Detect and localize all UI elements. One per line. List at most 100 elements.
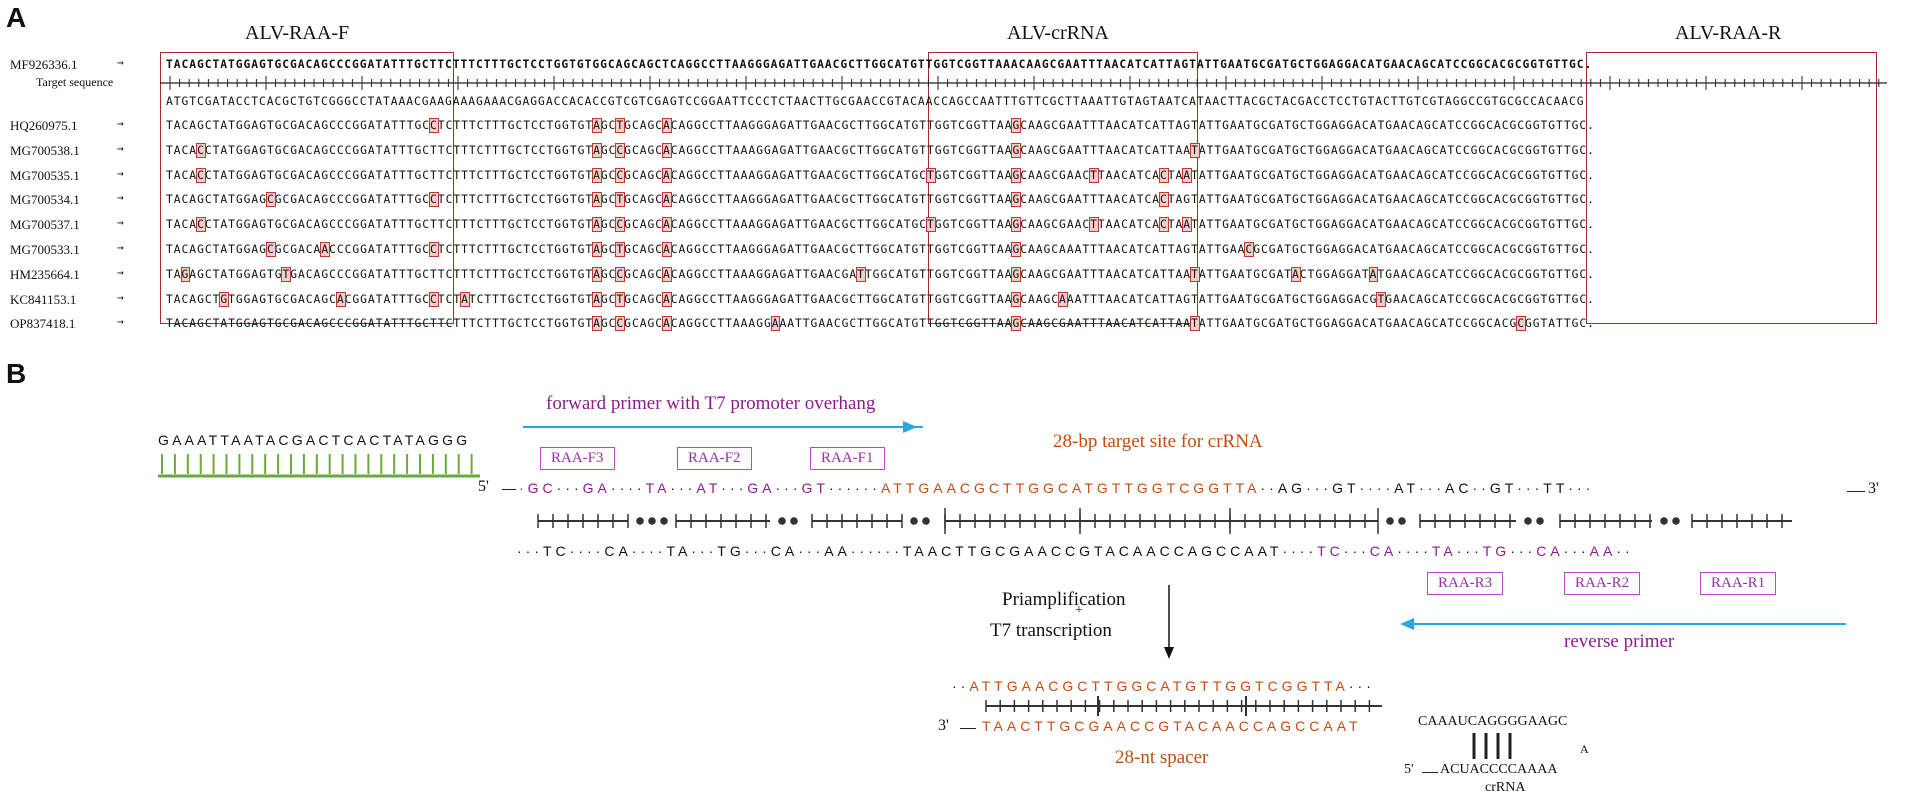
process-arrow <box>1164 585 1174 659</box>
mismatch-base: G <box>1011 316 1022 332</box>
bottom-strand: ···TC····CA····TA···TG···CA···AA······TA… <box>517 543 1634 559</box>
mismatch-base: C <box>429 291 439 307</box>
bot-left-3: TA <box>666 543 692 559</box>
mismatch-base: T <box>1376 291 1387 307</box>
bot-right-4: TG <box>1482 543 1511 559</box>
mismatch-base: A <box>592 118 602 133</box>
primer-raa-r1: RAA-R1 <box>1700 572 1777 595</box>
mismatch-base: A <box>592 192 602 208</box>
mismatch-base: T <box>926 217 936 233</box>
bot-target-seq: TAACTTGCGAACCGTACAACCAGCCAAT <box>902 543 1283 559</box>
mismatch-base: A <box>1291 266 1301 282</box>
strain-arrow: → <box>117 117 125 130</box>
primer-raa-f1: RAA-F1 <box>810 447 885 470</box>
top-pair-2: GA <box>582 480 611 496</box>
strain-arrow: → <box>117 241 125 254</box>
bot-right-2: CA <box>1369 543 1398 559</box>
crrna-stem-bars <box>1472 733 1512 759</box>
mismatch-base: C <box>1159 192 1169 208</box>
strain-accession: HM235664.1 <box>10 266 80 282</box>
product-3prime-dash <box>960 728 976 729</box>
mismatch-base: C <box>196 167 206 183</box>
top-strand-3prime: 3' <box>1868 480 1879 497</box>
raa-f-region-box <box>160 52 454 324</box>
reference-accession: MF926336.1 <box>10 57 78 72</box>
bot-right-6: AA <box>1589 543 1617 559</box>
process-line-2: T7 transcription <box>990 620 1112 641</box>
bot-right-1: TC <box>1317 543 1344 559</box>
complement-sequence: ATGTCGATACCTCACGCTGTCGGGCCTATAAACGAAGAAA… <box>166 95 1585 108</box>
mismatch-base: C <box>1159 217 1169 233</box>
product-bottom-strand: TAACTTGCGAACCGTACAACCAGCCAAT <box>982 718 1362 734</box>
mismatch-base: G <box>219 291 230 307</box>
reference-sequence: TACAGCTATGGAGTGCGACAGCCCGGATATTTGCTTCTTT… <box>166 58 1593 71</box>
arrow-ref: → <box>117 56 125 69</box>
mismatch-base: A <box>1368 266 1379 282</box>
mismatch-base: G <box>1011 266 1022 282</box>
strain-sequence: TACACCTATGGAGTGCGACAGCCCGGATATTTGCTTCTTT… <box>166 217 1595 233</box>
mismatch-base: T <box>615 291 626 307</box>
mismatch-base: C <box>265 242 276 257</box>
top-strand-3prime-dash <box>1847 491 1865 492</box>
mismatch-base: A <box>592 266 602 282</box>
primer-raa-r2: RAA-R2 <box>1564 572 1641 595</box>
mismatch-base: T <box>281 266 292 282</box>
crrna-region-box <box>928 52 1198 324</box>
mismatch-base: A <box>335 291 346 307</box>
mismatch-base: T <box>615 118 626 133</box>
strain-accession: HQ260975.1 <box>10 118 78 133</box>
mismatch-base: A <box>592 142 602 158</box>
strain-arrow: → <box>117 166 125 180</box>
mismatch-base: C <box>615 142 626 158</box>
strain-sequence: TACACCTATGGAGTGCGACAGCCCGGATATTTGCTTCTTT… <box>166 142 1595 158</box>
strain-arrow: → <box>117 265 125 279</box>
mismatch-base: A <box>662 242 672 257</box>
mismatch-base: A <box>1182 167 1193 183</box>
product-top-strand: ··ATTGAACGCTTGGCATGTTGGTCGGTTA··· <box>952 678 1375 694</box>
mismatch-base: G <box>180 266 191 282</box>
duplex-ladder <box>537 508 1792 534</box>
mismatch-base: C <box>196 142 206 158</box>
mismatch-base: T <box>615 192 626 208</box>
mismatch-base: A <box>662 316 672 332</box>
mismatch-base: A <box>662 167 672 183</box>
mismatch-base: T <box>926 167 936 183</box>
strain-arrow: → <box>117 191 125 205</box>
mismatch-base: G <box>1011 192 1022 208</box>
strain-sequence: TACAGCTATGGAGCGCGACAGCCCGGATATTTGCCTCTTT… <box>166 192 1595 208</box>
mismatch-base: A <box>1182 217 1193 233</box>
top-pair-3: TA <box>645 480 671 496</box>
crrna-5prime: 5' <box>1404 762 1414 777</box>
bot-left-6: AA <box>824 543 851 559</box>
raa-r-title: ALV-RAA-R <box>1675 22 1782 44</box>
mismatch-base: G <box>1011 291 1022 307</box>
crrna-top-seq: CAAAUCAGGGGAAGC <box>1418 714 1568 729</box>
strain-arrow: → <box>117 290 125 304</box>
mismatch-base: A <box>662 192 672 208</box>
mismatch-base: A <box>592 242 602 257</box>
mismatch-base: C <box>1244 242 1255 257</box>
forward-primer-arrow <box>523 421 923 433</box>
product-ladder <box>985 696 1382 716</box>
top-right-4: AC <box>1445 480 1473 496</box>
panel-b-letter: B <box>6 358 27 389</box>
top-strand-5prime-dash <box>502 489 516 490</box>
mismatch-base: T <box>1089 217 1099 233</box>
mismatch-base: C <box>615 266 626 282</box>
mismatch-base: T <box>1089 167 1099 183</box>
bot-left-5: CA <box>770 543 799 559</box>
strain-accession: OP837418.1 <box>10 316 76 332</box>
top-target-seq: ATTGAACGCTTGGCATGTTGGTCGGTTA <box>880 480 1261 496</box>
mismatch-base: C <box>615 217 626 233</box>
mismatch-base: A <box>1058 291 1068 307</box>
strain-accession: MG700538.1 <box>10 142 80 158</box>
raa-f-title: ALV-RAA-F <box>245 22 350 44</box>
strain-sequence: TAGAGCTATGGAGTGTGACAGCCCGGATATTTGCTTCTTT… <box>166 266 1595 282</box>
mismatch-base: C <box>196 217 206 233</box>
mismatch-base: G <box>1011 118 1022 133</box>
mismatch-base: A <box>662 217 672 233</box>
target-site-label: 28-bp target site for crRNA <box>1053 431 1263 452</box>
mismatch-base: A <box>662 266 672 282</box>
strain-sequence: TACAGCTATGGAGTGCGACAGCCCGGATATTTGCCTCTTT… <box>166 118 1595 133</box>
product-top-seq: ATTGAACGCTTGGCATGTTGGTCGGTTA <box>969 678 1349 694</box>
